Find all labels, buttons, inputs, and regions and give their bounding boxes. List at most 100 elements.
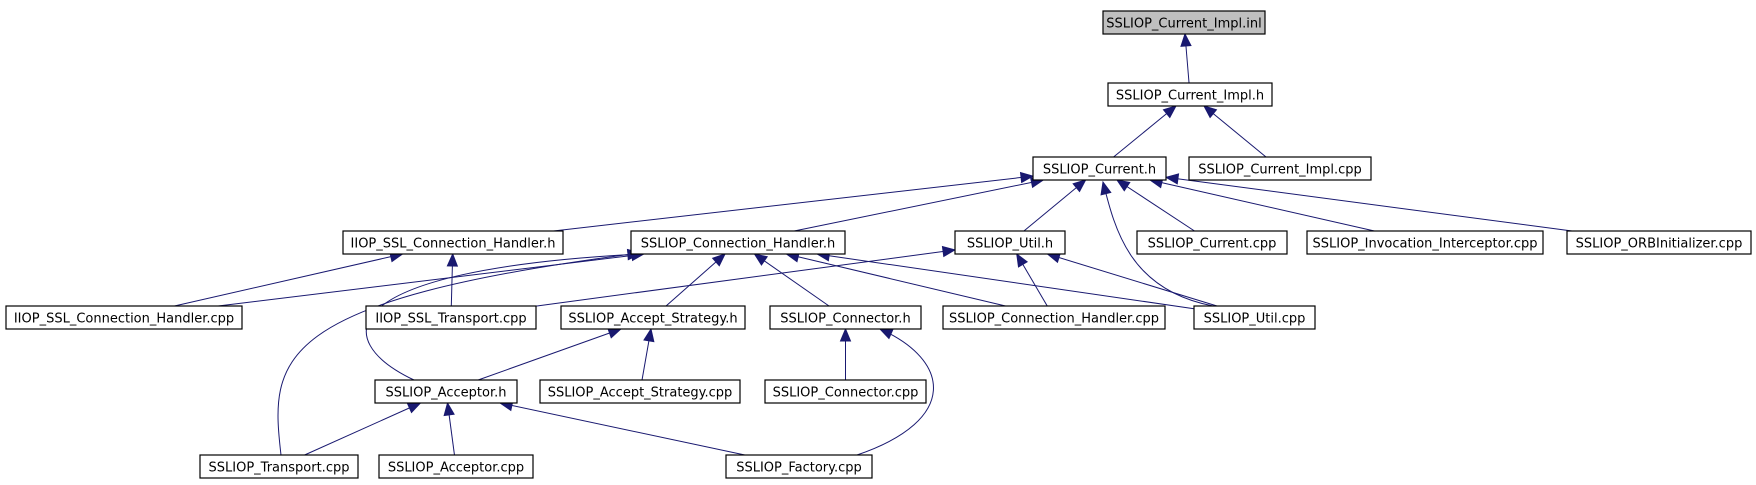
node-box [1188,156,1372,181]
node-invocation-interceptor-cpp[interactable]: SSLIOP_Invocation_Interceptor.cpp [1306,230,1544,255]
node-box [769,305,922,330]
edge-current_cpp-to-current_h [1116,179,1195,232]
node-box [1306,230,1544,255]
node-factory-cpp[interactable]: SSLIOP_Factory.cpp [725,454,873,479]
node-orbinitializer-cpp[interactable]: SSLIOP_ORBInitializer.cpp [1566,230,1752,255]
edge-util_h-to-current_h [1023,179,1086,232]
node-current-impl-cpp[interactable]: SSLIOP_Current_Impl.cpp [1188,156,1372,181]
edge-conn_handler_cpp-to-conn_handler_h [786,253,1006,307]
node-box [630,230,846,255]
node-box [560,305,746,330]
nodes-layer: SSLIOP_Current_Impl.inlSSLIOP_Current_Im… [5,10,1752,479]
arrowhead-iiop_ssl_conn_h>current_h [1019,171,1035,184]
arrowhead-conn_handler_cpp>util_h [1016,252,1029,268]
node-label: SSLIOP_Connector.cpp [773,386,919,401]
node-label: SSLIOP_Connection_Handler.h [641,237,836,252]
node-label: IIOP_SSL_Connection_Handler.cpp [14,312,234,327]
node-label: SSLIOP_Acceptor.h [386,386,507,401]
arrowhead-iiop_ssl_transport_cpp>iiop_ssl_conn_h [446,252,459,267]
arrowhead-current_impl_cpp>current_impl_h [1202,105,1218,119]
arrowhead-orbinitializer_cpp>current_h [1164,173,1180,185]
edge-iiop_ssl_transport_cpp-to-util_h [535,249,956,307]
node-iiop-ssl-conn-cpp[interactable]: IIOP_SSL_Connection_Handler.cpp [5,305,243,330]
edge-iiop_ssl_conn_cpp-to-iiop_ssl_conn_h [174,253,403,307]
arrowhead-iiop_ssl_transport_cpp>util_h [941,245,957,258]
arrowhead-util_cpp>current_h [1100,180,1112,196]
arrowhead-connector_cpp>connector_h [839,327,852,342]
node-label: SSLIOP_Accept_Strategy.h [568,312,737,327]
node-transport-cpp[interactable]: SSLIOP_Transport.cpp [199,454,359,479]
node-current-h[interactable]: SSLIOP_Current.h [1032,156,1167,181]
node-util-cpp[interactable]: SSLIOP_Util.cpp [1193,305,1316,330]
node-label: SSLIOP_Current_Impl.cpp [1198,163,1362,178]
node-label: SSLIOP_Current.h [1043,163,1156,178]
edge-current_h-to-current_impl_h [1113,105,1177,158]
node-conn-handler-cpp[interactable]: SSLIOP_Connection_Handler.cpp [942,305,1166,330]
arrowhead-transport_cpp>acceptor_h [406,402,422,414]
node-conn-handler-h[interactable]: SSLIOP_Connection_Handler.h [630,230,846,255]
arrowhead-acceptor_h>accept_strategy_h [607,327,623,339]
node-iiop-ssl-transport-cpp[interactable]: IIOP_SSL_Transport.cpp [365,305,537,330]
node-label: SSLIOP_Util.h [967,237,1053,252]
edge-conn_handler_h-to-current_h [794,179,1044,232]
node-box [1032,156,1167,181]
node-label: SSLIOP_Current.cpp [1148,237,1277,252]
edge-iiop_ssl_conn_h-to-current_h [553,175,1034,232]
node-label: SSLIOP_Current_Impl.inl [1106,17,1261,32]
arrowhead-connector_h>conn_handler_h [753,253,769,266]
node-label: SSLIOP_Connector.h [780,312,910,327]
arrowhead-util_h>current_h [1072,179,1087,193]
node-acceptor-h[interactable]: SSLIOP_Acceptor.h [374,379,518,404]
node-box [1193,305,1316,330]
node-connector-h[interactable]: SSLIOP_Connector.h [769,305,922,330]
edge-invocation_interceptor_cpp-to-current_h [1149,179,1375,232]
edge-util_cpp-to-util_h [1047,253,1218,307]
node-box [1566,230,1752,255]
node-current-impl-inl[interactable]: SSLIOP_Current_Impl.inl [1102,10,1266,35]
arrowhead-current_h>current_impl_h [1162,105,1177,119]
node-iiop-ssl-conn-h[interactable]: IIOP_SSL_Connection_Handler.h [342,230,564,255]
node-box [1102,10,1266,35]
node-box [954,230,1066,255]
node-acceptor-cpp[interactable]: SSLIOP_Acceptor.cpp [378,454,534,479]
node-accept-strategy-h[interactable]: SSLIOP_Accept_Strategy.h [560,305,746,330]
node-connector-cpp[interactable]: SSLIOP_Connector.cpp [764,379,927,404]
node-box [342,230,564,255]
node-box [764,379,927,404]
node-box [539,379,741,404]
node-label: SSLIOP_Util.cpp [1204,312,1306,327]
edge-transport_cpp-to-acceptor_h [304,402,421,456]
node-box [374,379,518,404]
node-box [199,454,359,479]
node-label: SSLIOP_ORBInitializer.cpp [1576,237,1743,252]
node-util-h[interactable]: SSLIOP_Util.h [954,230,1066,255]
edge-factory_cpp-to-connector_h [856,328,934,456]
node-box [378,454,534,479]
edge-connector_h-to-conn_handler_h [754,253,830,307]
node-box [5,305,243,330]
node-label: SSLIOP_Current_Impl.h [1116,89,1264,104]
edge-factory_cpp-to-acceptor_h [500,402,745,456]
edge-orbinitializer_cpp-to-current_h [1165,176,1573,232]
node-label: IIOP_SSL_Connection_Handler.h [351,237,556,252]
arrowhead-accept_strategy_h>conn_handler_h [711,253,726,267]
edge-acceptor_h-to-accept_strategy_h [478,328,621,381]
node-box [942,305,1166,330]
arrowhead-accept_strategy_cpp>accept_strategy_h [643,327,655,343]
node-current-impl-h[interactable]: SSLIOP_Current_Impl.h [1107,82,1273,107]
node-accept-strategy-cpp[interactable]: SSLIOP_Accept_Strategy.cpp [539,379,741,404]
edge-current_impl_cpp-to-current_impl_h [1203,105,1267,158]
node-label: SSLIOP_Transport.cpp [209,461,350,476]
arrowhead-factory_cpp>connector_h [878,328,894,340]
edge-transport_cpp-to-conn_handler_h [277,252,641,456]
node-box [725,454,873,479]
edge-util_cpp-to-current_h [1102,181,1214,307]
node-box [365,305,537,330]
node-box [1136,230,1288,255]
node-label: SSLIOP_Factory.cpp [736,461,862,476]
edge-iiop_ssl_conn_cpp-to-conn_handler_h [218,253,644,307]
node-current-cpp[interactable]: SSLIOP_Current.cpp [1136,230,1288,255]
arrowhead-current_impl_h>current_impl_inl [1180,32,1192,47]
node-label: SSLIOP_Accept_Strategy.cpp [548,386,733,401]
